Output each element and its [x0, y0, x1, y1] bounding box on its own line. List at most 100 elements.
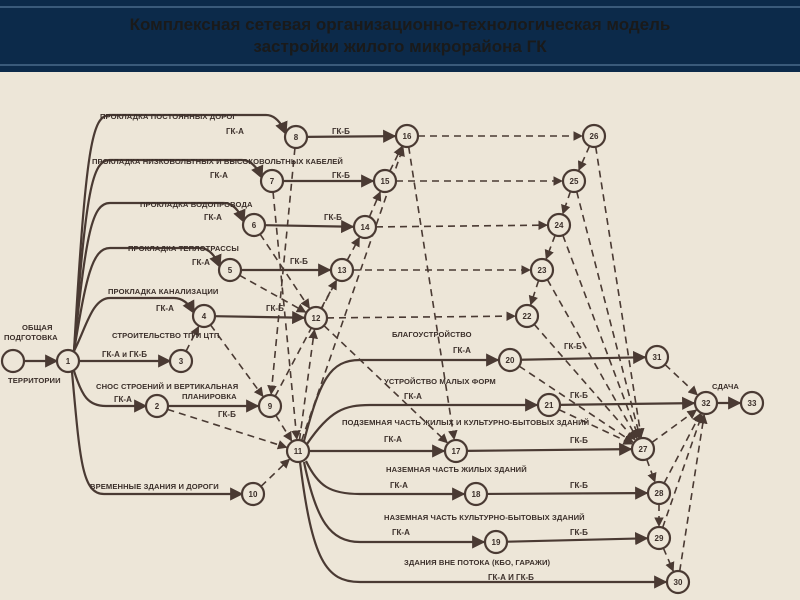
event-node-11-label: 11 [294, 447, 303, 456]
event-node-29-circle [646, 525, 672, 551]
label-temp: ВРЕМЕННЫЕ ЗДАНИЯ И ДОРОГИ [90, 482, 219, 491]
label-roads-gka: ГК-А [226, 127, 244, 136]
dep-12-17 [323, 324, 448, 444]
event-node-9-label: 9 [268, 402, 273, 411]
dep-13-14 [346, 236, 361, 261]
event-node-29: 29 [646, 525, 672, 551]
label-start-bottom: ТЕРРИТОРИИ [8, 376, 61, 385]
event-node-25: 25 [561, 168, 587, 194]
event-node-19: 19 [483, 529, 509, 555]
dep-11-12 [298, 328, 318, 441]
label-tp-gka-gkb: ГК-А и ГК-Б [102, 350, 147, 359]
event-node-1-circle [55, 348, 81, 374]
label-out-of-flow: ЗДАНИЯ ВНЕ ПОТОКА (КБО, ГАРАЖИ) [404, 558, 551, 567]
arc-1-8 [72, 113, 288, 352]
event-node-9-circle [257, 393, 283, 419]
label-planning-gkb: ГК-Б [218, 410, 236, 419]
dep-29-32 [661, 413, 704, 528]
label-sewer: ПРОКЛАДКА КАНАЛИЗАЦИИ [108, 287, 218, 296]
arc-8-16 [306, 129, 397, 143]
event-node-16-label: 16 [403, 132, 412, 141]
label-roads: ПРОКЛАДКА ПОСТОЯННЫХ ДОРОГ [100, 112, 237, 121]
label-small-forms-gkb: ГК-Б [570, 391, 588, 400]
event-node-26-circle [581, 123, 607, 149]
event-node-18-circle [463, 481, 489, 507]
arc-20-31 [520, 350, 647, 365]
event-node-23: 23 [529, 257, 555, 283]
event-nodes: 1234567891011121314151617181920212223242… [55, 123, 765, 595]
dep-14-24 [375, 220, 548, 231]
event-node-28: 28 [646, 480, 672, 506]
event-node-17-circle [443, 438, 469, 464]
event-node-10-label: 10 [249, 490, 258, 499]
dep-8-9 [267, 147, 296, 396]
event-node-24-circle [546, 212, 572, 238]
dep-5-12 [239, 274, 307, 313]
event-node-9: 9 [257, 393, 283, 419]
label-start-line-1: ОБЩАЯ [22, 323, 53, 332]
label-cables: ПРОКЛАДКА НИЗКОВОЛЬТНЫХ И ВЫСОКОВОЛЬТНЫХ… [92, 157, 343, 166]
label-water-gka: ГК-А [204, 213, 222, 222]
event-node-15-label: 15 [381, 177, 390, 186]
arc-1-5 [72, 246, 222, 352]
event-node-1-label: 1 [66, 357, 71, 366]
event-node-6: 6 [241, 212, 267, 238]
event-node-12-circle [303, 305, 329, 331]
label-small-forms-gka: ГК-А [404, 392, 422, 401]
event-node-29-label: 29 [655, 534, 664, 543]
label-small-forms: УСТРОЙСТВО МАЛЫХ ФОРМ [384, 377, 496, 386]
label-landscaping-gkb: ГК-Б [564, 342, 582, 351]
arc-11-20 [302, 353, 500, 442]
arc-6-14 [264, 219, 355, 234]
event-node-10-circle [240, 481, 266, 507]
dep-7-11 [272, 191, 301, 441]
event-node-20-circle [497, 347, 523, 373]
dep-16-17 [407, 146, 458, 441]
arc-1-2 [72, 370, 148, 413]
arc-1-4 [73, 296, 195, 352]
arc-19-29 [506, 531, 649, 546]
event-node-22: 22 [514, 303, 540, 329]
label-cables-gka: ГК-А [210, 171, 228, 180]
event-node-31-label: 31 [653, 353, 662, 362]
event-node-7: 7 [259, 168, 285, 194]
event-node-23-circle [529, 257, 555, 283]
dep-3-4 [185, 325, 200, 352]
dep-22-27 [533, 323, 636, 441]
dep-12-22 [326, 311, 516, 321]
event-node-7-circle [259, 168, 285, 194]
event-node-10: 10 [240, 481, 266, 507]
label-handover: СДАЧА [712, 382, 739, 391]
slide-title: Комплексная сетевая организационно-техно… [0, 14, 800, 58]
dep-4-9 [209, 324, 264, 398]
event-node-3: 3 [168, 348, 194, 374]
dep-27-32 [651, 409, 698, 444]
arc-17-27 [466, 442, 633, 456]
arc-11-19 [302, 461, 486, 549]
event-node-21-circle [536, 392, 562, 418]
event-node-21: 21 [536, 392, 562, 418]
event-node-4-circle [191, 303, 217, 329]
event-node-32-label: 32 [702, 399, 711, 408]
dep-24-27 [562, 235, 641, 439]
label-demolition: СНОС СТРОЕНИЙ И ВЕРТИКАЛЬНАЯ [96, 382, 238, 391]
dep-9-11 [275, 414, 293, 442]
label-out-of-flow-gka-gkb: ГК-А И ГК-Б [488, 573, 534, 582]
event-node-5: 5 [217, 257, 243, 283]
label-heat-gka: ГК-А [192, 258, 210, 267]
event-node-2: 2 [144, 393, 170, 419]
event-node-25-circle [561, 168, 587, 194]
arc-21-32 [559, 396, 696, 410]
start-event-circle [0, 348, 26, 374]
arc-1-7 [72, 158, 264, 352]
event-node-28-circle [646, 480, 672, 506]
event-node-33-circle [739, 390, 765, 416]
event-node-20-label: 20 [506, 356, 515, 365]
label-ground-residential: НАЗЕМНАЯ ЧАСТЬ ЖИЛЫХ ЗДАНИЙ [386, 465, 527, 474]
arc-11-30 [298, 461, 668, 589]
dep-31-32 [664, 363, 698, 396]
arc-labels: ОБЩАЯ ПОДГОТОВКА ТЕРРИТОРИИ ПРОКЛАДКА ПО… [4, 112, 739, 582]
arc-11-18 [305, 460, 466, 501]
event-node-28-label: 28 [655, 489, 664, 498]
event-node-30-label: 30 [674, 578, 683, 587]
